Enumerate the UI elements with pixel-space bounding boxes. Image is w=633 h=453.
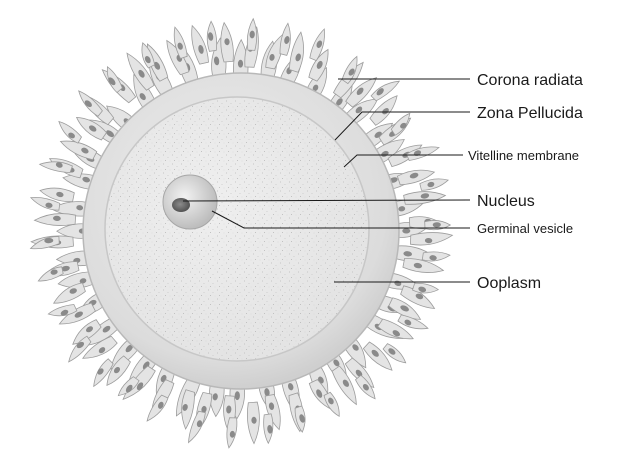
follicle-cell bbox=[410, 233, 452, 245]
label-nucleus: Nucleus bbox=[477, 193, 535, 210]
label-zona-pellucida: Zona Pellucida bbox=[477, 105, 583, 122]
follicle-cell bbox=[289, 32, 303, 72]
nucleus bbox=[163, 175, 217, 229]
follicle-cell bbox=[413, 283, 439, 293]
label-ooplasm: Ooplasm bbox=[477, 275, 541, 292]
label-vitelline-membrane: Vitelline membrane bbox=[468, 148, 579, 163]
follicle-cell-nucleus bbox=[402, 228, 410, 233]
label-germinal-vesicle: Germinal vesicle bbox=[477, 221, 573, 236]
follicle-cell bbox=[59, 122, 82, 144]
label-corona-radiata: Corona radiata bbox=[477, 72, 583, 89]
follicle-cell bbox=[38, 267, 63, 281]
follicle-cell-nucleus bbox=[238, 60, 243, 68]
ooplasm-texture bbox=[106, 98, 368, 360]
follicle-cell bbox=[192, 26, 209, 65]
follicle-cell bbox=[422, 252, 450, 261]
germinal-vesicle bbox=[172, 198, 190, 212]
